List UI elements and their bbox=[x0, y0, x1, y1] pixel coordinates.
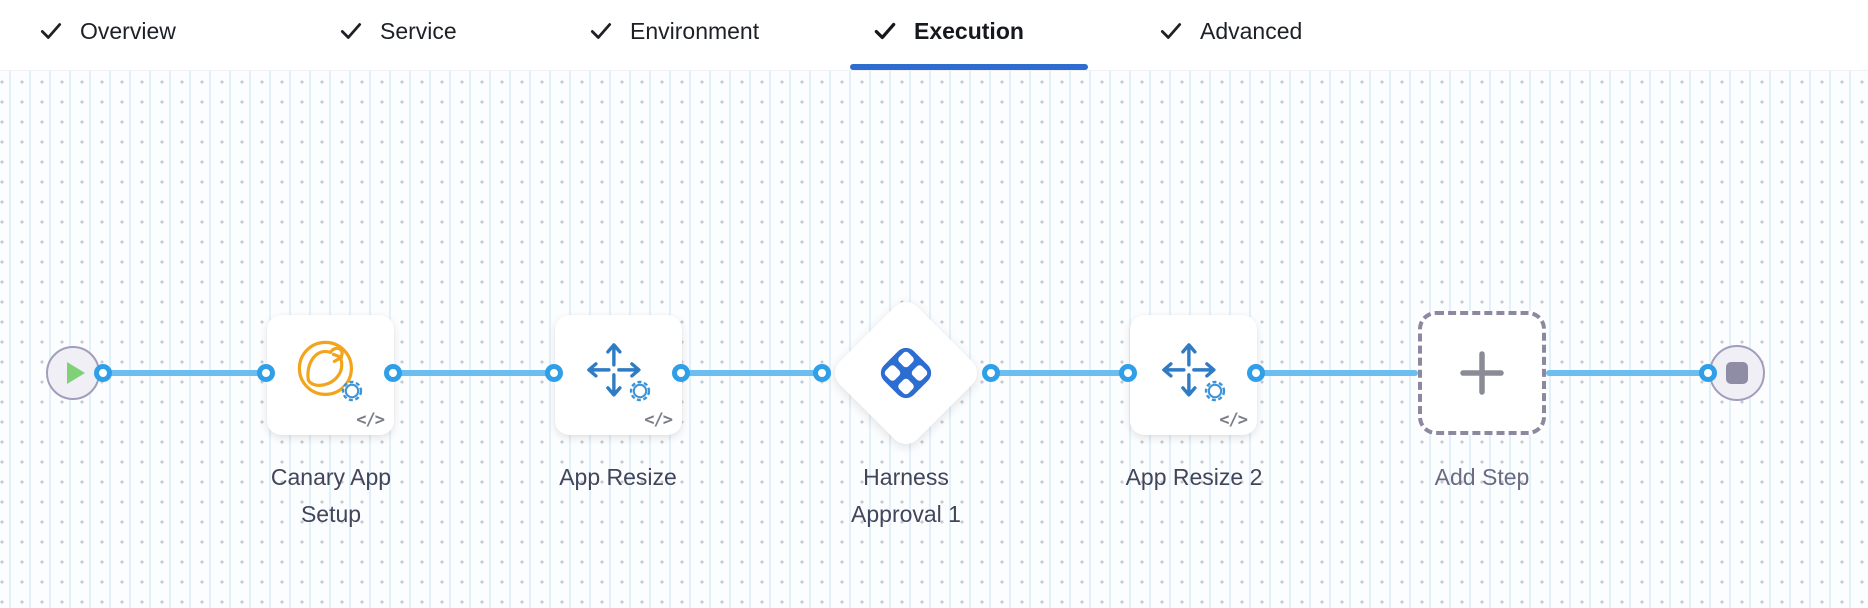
check-icon bbox=[874, 22, 896, 40]
pipeline-start-node bbox=[46, 346, 100, 400]
node-label-app-resize-2: App Resize 2 bbox=[1125, 464, 1263, 490]
step-node-app-resize[interactable]: </> bbox=[555, 315, 682, 435]
link-line bbox=[681, 370, 822, 376]
check-icon bbox=[590, 23, 612, 39]
check-icon bbox=[1160, 23, 1182, 39]
connector-port[interactable] bbox=[1699, 364, 1717, 382]
step-node-canary-app-setup[interactable]: </> bbox=[267, 315, 394, 435]
check-icon bbox=[340, 23, 362, 39]
gear-icon bbox=[341, 380, 363, 402]
code-view-badge: </> bbox=[356, 410, 385, 430]
tab-label: Environment bbox=[630, 17, 760, 44]
code-view-badge: </> bbox=[1219, 410, 1248, 430]
node-label-canary-app-setup: Canary App Setup bbox=[270, 464, 392, 527]
connector-port[interactable] bbox=[1119, 364, 1137, 382]
link-line bbox=[991, 370, 1128, 376]
connector-port[interactable] bbox=[813, 364, 831, 382]
connector-port[interactable] bbox=[672, 364, 690, 382]
tab-service[interactable]: Service bbox=[338, 12, 457, 50]
resize-arrows-icon bbox=[1161, 343, 1216, 397]
tab-label: Execution bbox=[914, 17, 1024, 44]
code-view-badge: </> bbox=[644, 410, 673, 430]
tab-advanced[interactable]: Advanced bbox=[1158, 12, 1302, 50]
connector-port[interactable] bbox=[94, 364, 112, 382]
plus-icon bbox=[1460, 351, 1504, 395]
harness-approval-icon bbox=[880, 347, 932, 399]
link-line bbox=[1546, 370, 1708, 376]
gear-icon bbox=[1204, 380, 1226, 402]
tab-label: Advanced bbox=[1200, 17, 1303, 44]
gear-icon bbox=[629, 380, 651, 402]
step-tab-bar: Overview Service Environment Execution A… bbox=[0, 0, 1868, 71]
connector-port[interactable] bbox=[545, 364, 563, 382]
tab-overview[interactable]: Overview bbox=[38, 12, 176, 50]
node-label-app-resize: App Resize bbox=[559, 464, 677, 490]
link-line bbox=[1256, 370, 1418, 376]
tab-environment[interactable]: Environment bbox=[588, 12, 759, 50]
node-label-add-step: Add Step bbox=[1434, 464, 1530, 490]
active-tab-underline bbox=[850, 64, 1088, 70]
play-icon bbox=[66, 362, 85, 384]
step-node-app-resize-2[interactable]: </> bbox=[1130, 315, 1257, 435]
tab-label: Service bbox=[380, 17, 457, 44]
check-icon bbox=[40, 23, 62, 39]
node-label-harness-approval-1: Harness Approval 1 bbox=[851, 464, 961, 527]
connector-port[interactable] bbox=[1247, 364, 1265, 382]
canary-icon bbox=[297, 340, 353, 396]
connector-port[interactable] bbox=[982, 364, 1000, 382]
stop-icon bbox=[1726, 362, 1748, 384]
tab-execution[interactable]: Execution bbox=[872, 12, 1024, 50]
connector-port[interactable] bbox=[384, 364, 402, 382]
link-line bbox=[393, 370, 554, 376]
tab-label: Overview bbox=[80, 17, 176, 44]
resize-arrows-icon bbox=[586, 343, 641, 397]
link-line bbox=[103, 370, 266, 376]
connector-port[interactable] bbox=[257, 364, 275, 382]
add-step-button[interactable] bbox=[1418, 311, 1546, 435]
pipeline-end-node bbox=[1709, 345, 1765, 401]
